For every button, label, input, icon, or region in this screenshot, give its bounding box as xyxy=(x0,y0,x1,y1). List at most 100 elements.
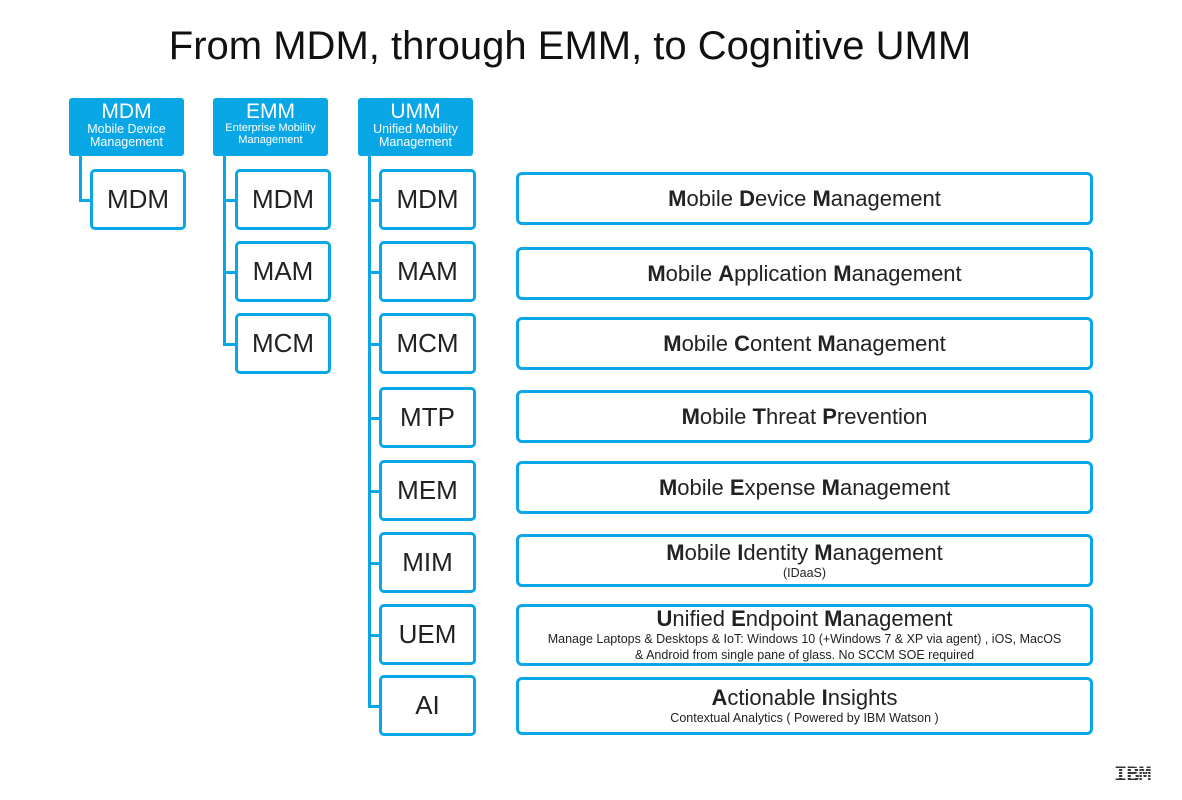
desc-title-part: M xyxy=(821,474,840,500)
header-emm: EMM Enterprise Mobility Management xyxy=(213,98,328,156)
page-title: From MDM, through EMM, to Cognitive UMM xyxy=(168,24,972,68)
desc-title-part: I xyxy=(737,539,744,565)
desc-title: Mobile Content Management xyxy=(663,331,946,357)
desc-title: Unified Endpoint Management xyxy=(656,606,952,632)
umm-connector-vertical xyxy=(368,156,371,708)
desc-subtitle: (IDaaS) xyxy=(782,565,827,580)
header-umm: UMM Unified Mobility Management xyxy=(358,98,473,156)
desc-title-part: T xyxy=(752,403,766,429)
emm-column-box-mcm: MCM xyxy=(235,313,331,374)
desc-mobile-application-management: Mobile Application Management xyxy=(516,247,1093,300)
umm-connector-h-6 xyxy=(368,634,382,637)
desc-title: Mobile Application Management xyxy=(647,261,961,287)
desc-title-part: hreat xyxy=(765,403,823,429)
desc-title-part: obile xyxy=(686,185,740,211)
header-umm-abbr: UMM xyxy=(390,100,441,123)
desc-title-part: E xyxy=(731,606,746,632)
desc-title-part: I xyxy=(821,685,828,711)
desc-title-part: M xyxy=(647,260,666,286)
header-emm-abbr: EMM xyxy=(246,100,295,123)
umm-column-box-mcm: MCM xyxy=(379,313,476,374)
emm-connector-h-0 xyxy=(223,199,237,202)
desc-title-part: U xyxy=(656,606,673,632)
desc-title-part: A xyxy=(711,685,728,711)
desc-title-part: ontent xyxy=(750,330,818,356)
umm-column-box-mam: MAM xyxy=(379,241,476,302)
mdm-connector-vertical xyxy=(79,156,82,202)
header-emm-sub1: Enterprise Mobility xyxy=(225,122,316,135)
desc-title-part: M xyxy=(658,474,678,500)
desc-title-part: anagement xyxy=(832,539,943,565)
desc-title-part: obile xyxy=(681,330,735,356)
desc-title: Mobile Threat Prevention xyxy=(682,404,928,430)
desc-title-part: xpense xyxy=(744,474,822,500)
umm-column-box-mtp: MTP xyxy=(379,387,476,448)
desc-subtitle: Manage Laptops & Desktops & IoT: Windows… xyxy=(547,632,1062,647)
header-mdm-sub1: Mobile Device xyxy=(87,122,166,137)
umm-connector-h-7 xyxy=(368,705,382,708)
desc-title-part: ctionable xyxy=(727,685,822,711)
desc-title-part: M xyxy=(814,539,833,565)
emm-column-box-mdm: MDM xyxy=(235,169,331,230)
desc-title-part: anagement xyxy=(839,474,951,500)
desc-title-part: P xyxy=(822,403,837,429)
header-emm-sub2: Management xyxy=(238,133,303,146)
desc-title-part: M xyxy=(668,185,687,211)
desc-title-part: M xyxy=(824,606,843,632)
emm-connector-vertical xyxy=(223,156,226,346)
header-mdm-sub2: Management xyxy=(90,135,163,150)
desc-title-part: M xyxy=(817,330,836,356)
header-mdm-abbr: MDM xyxy=(101,100,152,123)
desc-title-part: obile xyxy=(699,403,753,429)
header-umm-sub2: Management xyxy=(379,135,452,150)
umm-connector-h-2 xyxy=(368,343,382,346)
desc-title-part: revention xyxy=(836,403,928,429)
desc-mobile-content-management: Mobile Content Management xyxy=(516,317,1093,370)
desc-mobile-threat-prevention: Mobile Threat Prevention xyxy=(516,390,1093,443)
umm-column-box-mim: MIM xyxy=(379,532,476,593)
umm-column-box-mdm: MDM xyxy=(379,169,476,230)
desc-title-part: ndpoint xyxy=(745,606,825,632)
desc-title-part: A xyxy=(718,260,735,286)
header-mdm: MDM Mobile Device Management xyxy=(69,98,184,156)
desc-title-part: evice xyxy=(754,185,813,211)
umm-connector-h-4 xyxy=(368,490,382,493)
desc-title-part: M xyxy=(663,330,682,356)
desc-title-part: C xyxy=(734,330,751,356)
desc-title-part: dentity xyxy=(743,539,815,565)
umm-column-box-ai: AI xyxy=(379,675,476,736)
emm-connector-h-1 xyxy=(223,271,237,274)
ibm-logo: IBM xyxy=(1114,763,1152,788)
umm-column-box-mem: MEM xyxy=(379,460,476,521)
umm-connector-h-3 xyxy=(368,417,382,420)
desc-title-part: nsights xyxy=(827,685,898,711)
desc-title: Mobile Expense Management xyxy=(659,475,950,501)
desc-title-part: anagement xyxy=(851,260,962,286)
desc-title: Mobile Identity Management xyxy=(666,540,942,566)
umm-connector-h-1 xyxy=(368,271,382,274)
desc-title-part: M xyxy=(666,539,685,565)
desc-title-part: anagement xyxy=(835,330,946,356)
desc-title: Actionable Insights xyxy=(712,685,898,711)
desc-title-part: M xyxy=(833,260,852,286)
desc-title-part: E xyxy=(729,474,745,500)
desc-title-part: M xyxy=(812,185,831,211)
desc-title-part: D xyxy=(739,185,755,211)
umm-connector-h-0 xyxy=(368,199,382,202)
umm-column-box-uem: UEM xyxy=(379,604,476,665)
desc-title-part: nified xyxy=(672,606,732,632)
umm-connector-h-5 xyxy=(368,562,382,565)
desc-title: Mobile Device Management xyxy=(668,186,941,212)
desc-subtitle: & Android from single pane of glass. No … xyxy=(634,648,975,662)
desc-title-part: M xyxy=(681,403,700,429)
header-umm-sub1: Unified Mobility xyxy=(373,122,458,137)
desc-title-part: obile xyxy=(677,474,730,500)
desc-title-part: anagement xyxy=(830,185,941,211)
emm-connector-h-2 xyxy=(223,343,237,346)
desc-title-part: obile xyxy=(684,539,738,565)
mdm-connector-h-0 xyxy=(79,199,93,202)
desc-title-part: pplication xyxy=(734,260,834,286)
desc-mobile-expense-management: Mobile Expense Management xyxy=(516,461,1093,514)
